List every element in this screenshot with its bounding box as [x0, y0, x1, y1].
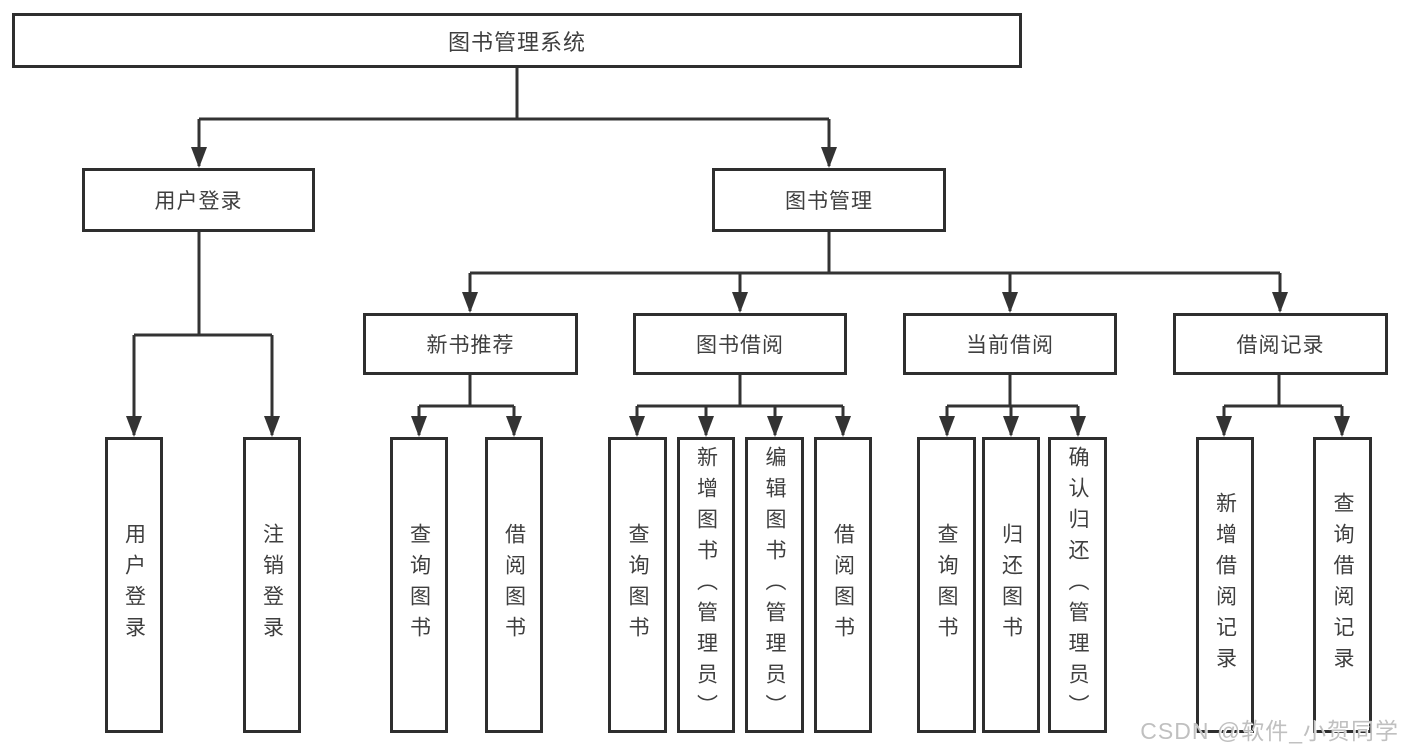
leaf-current-return-book: 归还图书: [982, 437, 1040, 733]
arrowheads: [126, 147, 1350, 437]
node-current-borrow: 当前借阅: [903, 313, 1117, 375]
leaf-borrow-add-book-admin: 新增图书（管理员）: [677, 437, 735, 733]
node-new-book-recommend: 新书推荐: [363, 313, 578, 375]
leaf-current-confirm-return-admin: 确认归还（管理员）: [1048, 437, 1107, 733]
node-user-login: 用户登录: [82, 168, 315, 232]
node-borrow-records: 借阅记录: [1173, 313, 1388, 375]
node-book-management: 图书管理: [712, 168, 946, 232]
leaf-borrow-query-books: 查询图书: [608, 437, 667, 733]
leaf-recommend-query-books: 查询图书: [390, 437, 448, 733]
leaf-user-login: 用户登录: [105, 437, 163, 733]
node-root: 图书管理系统: [12, 13, 1022, 68]
leaf-recommend-borrow-book: 借阅图书: [485, 437, 543, 733]
leaf-current-query-books: 查询图书: [917, 437, 976, 733]
leaf-borrow-borrow-book: 借阅图书: [814, 437, 872, 733]
leaf-logout: 注销登录: [243, 437, 301, 733]
tree-edges: [132, 68, 1344, 435]
csdn-watermark: CSDN @软件_小贺同学: [1140, 718, 1399, 744]
leaf-records-query-record: 查询借阅记录: [1313, 437, 1372, 733]
leaf-records-add-record: 新增借阅记录: [1196, 437, 1254, 733]
leaf-borrow-edit-book-admin: 编辑图书（管理员）: [745, 437, 804, 733]
node-book-borrow: 图书借阅: [633, 313, 847, 375]
